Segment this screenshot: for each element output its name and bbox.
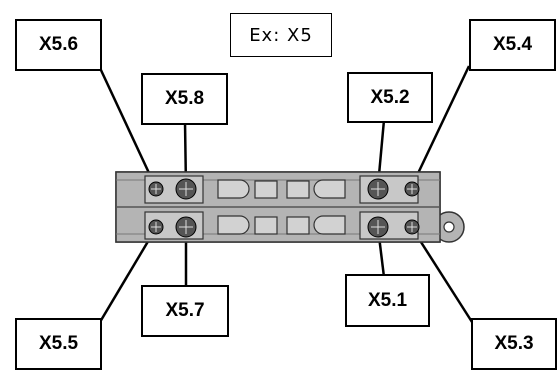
label-x5-4: X5.4 bbox=[469, 19, 556, 71]
label-x5-3: X5.3 bbox=[471, 318, 557, 370]
screw-x5-3 bbox=[404, 219, 420, 235]
label-x5-5: X5.5 bbox=[15, 318, 102, 370]
label-x5-8: X5.8 bbox=[141, 73, 228, 125]
label-x5-1: X5.1 bbox=[345, 274, 430, 327]
label-x5-7: X5.7 bbox=[141, 285, 229, 337]
leader-lines bbox=[98, 65, 474, 323]
screw-x5-6 bbox=[148, 181, 164, 197]
screw-terminals bbox=[148, 178, 420, 238]
screw-x5-7 bbox=[175, 216, 197, 238]
screw-x5-8 bbox=[175, 178, 197, 200]
screw-x5-5 bbox=[148, 219, 164, 235]
screw-x5-1 bbox=[367, 216, 389, 238]
label-x5-6: X5.6 bbox=[15, 19, 102, 71]
screw-x5-4 bbox=[404, 181, 420, 197]
example-label: Ex: X5 bbox=[230, 13, 332, 57]
label-x5-2: X5.2 bbox=[347, 72, 433, 123]
screw-x5-2 bbox=[367, 178, 389, 200]
